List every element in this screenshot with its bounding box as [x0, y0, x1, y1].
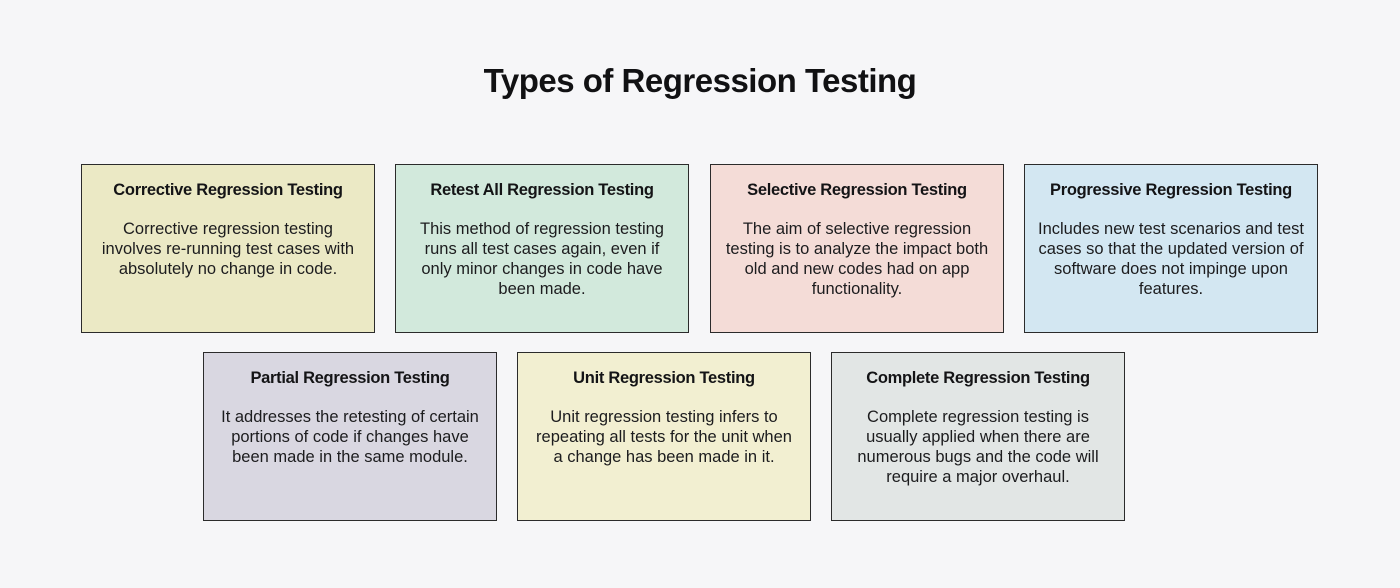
card-body: Includes new test scenarios and test cas… [1038, 220, 1304, 298]
card-title: Selective Regression Testing [747, 181, 967, 199]
card-body: The aim of selective regression testing … [725, 220, 989, 298]
card-title: Partial Regression Testing [250, 369, 450, 387]
card-title: Retest All Regression Testing [430, 181, 654, 199]
card-body: It addresses the retesting of certain po… [221, 408, 479, 466]
card-title: Corrective Regression Testing [113, 181, 343, 199]
card-corrective-regression-testing: Corrective Regression Testing Corrective… [81, 164, 375, 333]
card-partial-regression-testing: Partial Regression Testing It addresses … [203, 352, 497, 521]
card-unit-regression-testing: Unit Regression Testing Unit regression … [517, 352, 811, 521]
card-body: Complete regression testing is usually a… [857, 408, 1099, 486]
card-progressive-regression-testing: Progressive Regression Testing Includes … [1024, 164, 1318, 333]
page-title: Types of Regression Testing [483, 62, 917, 99]
card-selective-regression-testing: Selective Regression Testing The aim of … [710, 164, 1004, 333]
card-title: Progressive Regression Testing [1050, 181, 1292, 199]
card-body: Corrective regression testing involves r… [101, 220, 355, 278]
card-body: Unit regression testing infers to repeat… [536, 408, 792, 466]
card-title: Unit Regression Testing [573, 369, 755, 387]
card-body: This method of regression testing runs a… [420, 220, 664, 298]
card-complete-regression-testing: Complete Regression Testing Complete reg… [831, 352, 1125, 521]
card-title: Complete Regression Testing [866, 369, 1090, 387]
card-retest-all-regression-testing: Retest All Regression Testing This metho… [395, 164, 689, 333]
